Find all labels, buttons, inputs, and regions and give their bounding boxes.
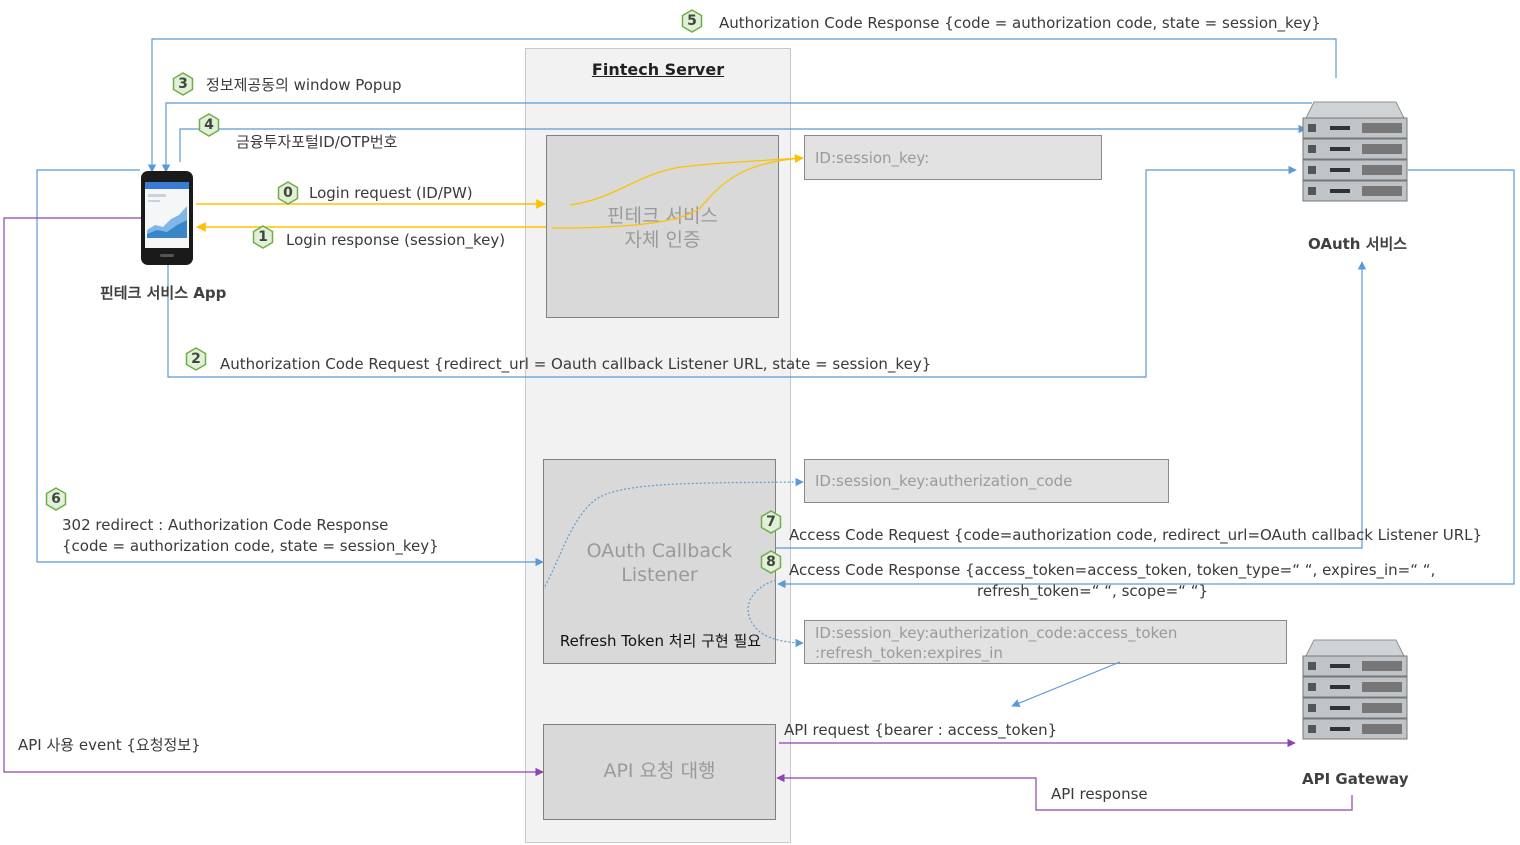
step-badge-5: 5 [680,9,704,33]
step-6-label-line2: {code = authorization code, state = sess… [62,537,439,555]
api-response-label: API response [1051,785,1148,803]
self-auth-box: 핀테크 서비스 자체 인증 [546,135,779,318]
step-badge-4: 4 [197,113,221,137]
step-6-label: 302 redirect : Authorization Code Respon… [62,516,389,534]
app-label: 핀테크 서비스 App [100,284,227,302]
session-store-3: ID:session_key:autherization_code:access… [804,620,1287,664]
session-store-2-text: ID:session_key:autherization_code [815,472,1073,490]
step-badge-7: 7 [759,510,783,534]
smartphone-icon [140,170,194,266]
step-4-label: 금융투자포털ID/OTP번호 [236,133,398,151]
step-8-label-line2: refresh_token=“ “, scope=“ “} [977,582,1209,600]
flow-step-3 [161,102,1312,173]
oauth-server-icon [1300,96,1410,221]
step-7-label: Access Code Request {code=authorization … [789,526,1483,544]
step-badge-0: 0 [276,181,300,205]
session-store-1-text: ID:session_key: [815,149,930,167]
step-0-label: Login request (ID/PW) [309,184,473,202]
step-8-label: Access Code Response {access_token=acces… [789,561,1436,579]
flow-step-2 [167,165,1297,378]
callback-line2: Listener [621,564,698,586]
step-badge-3: 3 [171,72,195,96]
oauth-label: OAuth 서비스 [1308,235,1408,253]
flow-step-8 [777,169,1515,589]
step-2-label: Authorization Code Request {redirect_url… [220,355,932,373]
step-badge-1: 1 [251,225,275,249]
fintech-server-title: Fintech Server [591,60,725,79]
flow-store1-read [551,157,804,229]
step-3-label: 정보제공동의 window Popup [206,76,402,94]
step-badge-2: 2 [184,347,208,371]
session-store-3-line1: ID:session_key:autherization_code:access… [815,624,1178,642]
self-auth-line1: 핀테크 서비스 [607,205,718,227]
oauth-callback-listener-box: OAuth Callback Listener Refresh Token 처리… [543,459,776,664]
step-5-label: Authorization Code Response {code = auth… [719,14,1321,32]
flow-step-6 [36,169,544,567]
api-gateway-server-icon [1300,634,1410,759]
refresh-token-note: Refresh Token 처리 구현 필요 [559,632,762,650]
session-store-3-line2: :refresh_token:expires_in [815,644,1003,662]
session-store-1: ID:session_key: [804,135,1102,180]
flow-store1-write [569,153,804,206]
self-auth-line2: 자체 인증 [624,229,701,251]
api-request-label: API request {bearer : access_token} [784,721,1058,739]
api-proxy-label: API 요청 대행 [603,760,716,782]
step-1-label: Login response (session_key) [286,231,506,249]
step-badge-8: 8 [759,550,783,574]
flow-api-response [776,773,1353,811]
session-store-2: ID:session_key:autherization_code [804,459,1169,503]
callback-line1: OAuth Callback [586,540,733,562]
api-event-label: API 사용 event {요청정보} [18,736,201,754]
flow-step-7 [776,261,1367,549]
api-proxy-box: API 요청 대행 [543,724,776,820]
step-badge-6: 6 [44,487,68,511]
flow-step-4 [179,124,1307,162]
gateway-label: API Gateway [1302,770,1409,788]
flow-store3-to-proxy [1011,661,1121,708]
flow-api-event [3,217,544,777]
flow-store3-write [747,579,804,648]
flow-step-5 [147,38,1337,173]
